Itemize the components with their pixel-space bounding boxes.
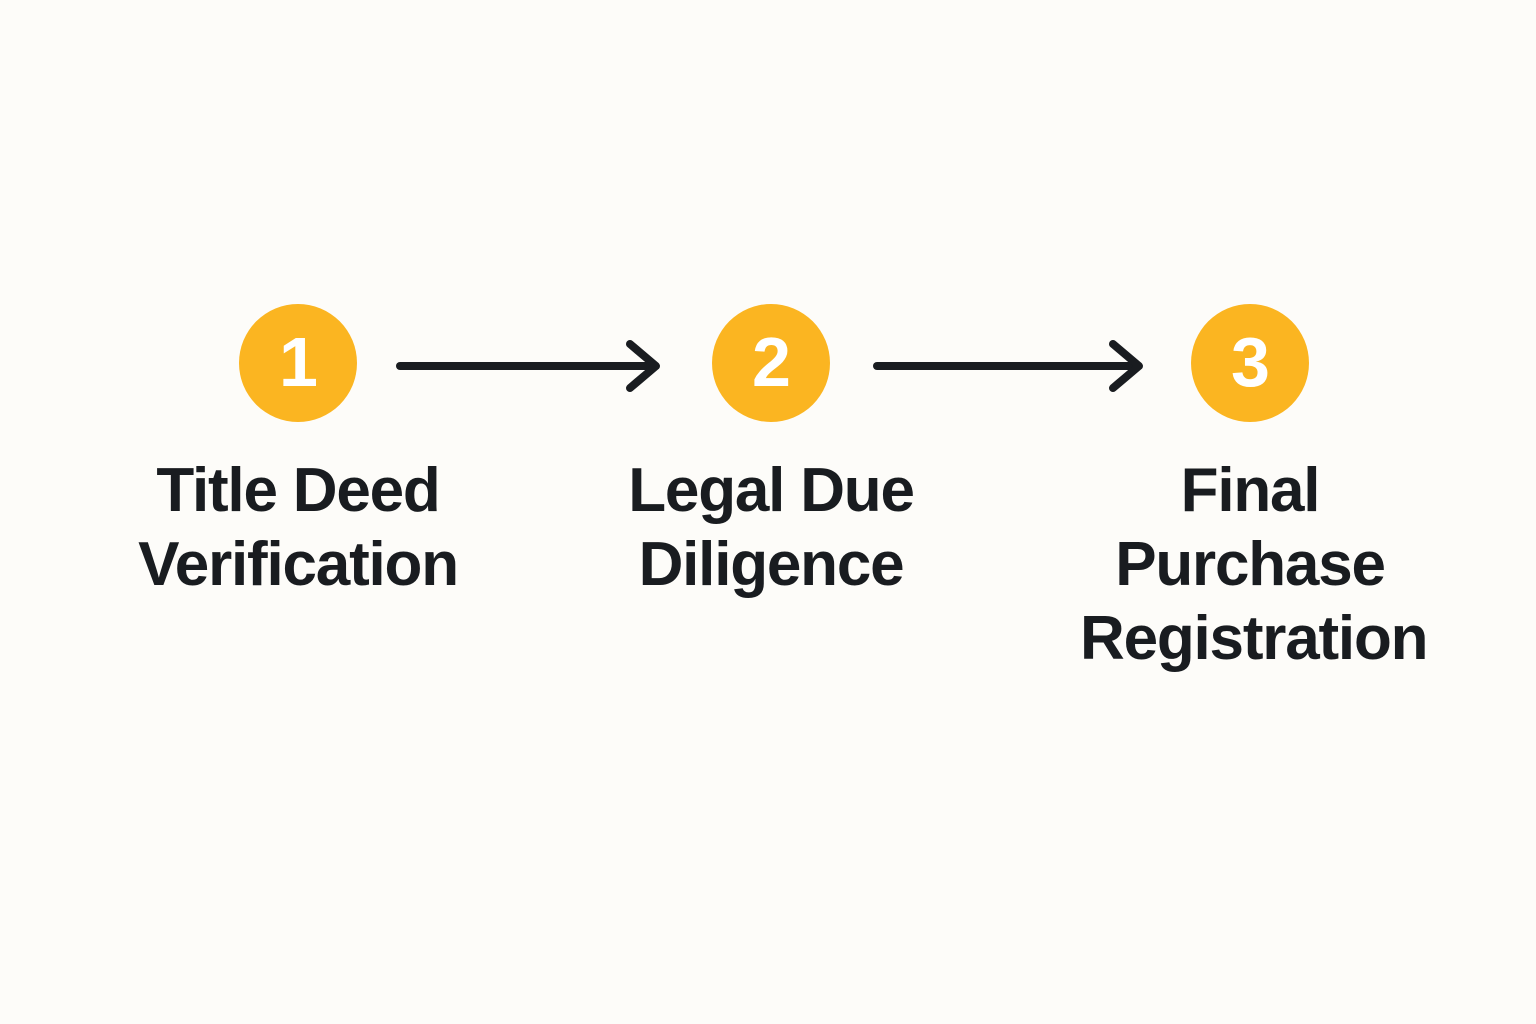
arrow-step1-to-step2 xyxy=(396,340,668,392)
process-step-3[interactable]: 3 Final Purchase Registration xyxy=(1080,304,1429,676)
step-number-1: 1 xyxy=(279,322,318,401)
step-label-1: Title Deed Verification xyxy=(138,456,459,599)
process-step-1[interactable]: 1 Title Deed Verification xyxy=(128,304,468,602)
arrow-step2-to-step3 xyxy=(873,340,1151,392)
step-number-badge-3: 3 xyxy=(1191,304,1309,422)
step-number-3: 3 xyxy=(1231,322,1270,401)
step-number-badge-1: 1 xyxy=(239,304,357,422)
step-number-badge-2: 2 xyxy=(712,304,830,422)
step-label-3: Final Purchase Registration xyxy=(1080,456,1429,673)
step-label-2: Legal Due Diligence xyxy=(628,456,915,599)
step-number-2: 2 xyxy=(752,322,791,401)
process-step-2[interactable]: 2 Legal Due Diligence xyxy=(601,304,941,602)
